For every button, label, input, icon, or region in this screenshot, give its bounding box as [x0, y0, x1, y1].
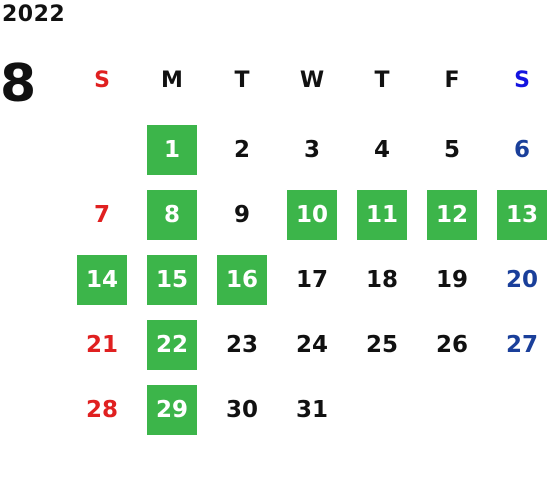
- highlighted-day-cell[interactable]: 12: [427, 190, 477, 240]
- weekday-header-sunday: S: [94, 67, 110, 93]
- day-cell[interactable]: 5: [443, 137, 460, 163]
- day-cell[interactable]: 23: [225, 332, 258, 358]
- day-cell[interactable]: 7: [93, 202, 110, 228]
- day-cell[interactable]: 4: [373, 137, 390, 163]
- day-cell[interactable]: 18: [365, 267, 398, 293]
- highlighted-day-cell[interactable]: 1: [147, 125, 197, 175]
- highlighted-day-cell[interactable]: 16: [217, 255, 267, 305]
- calendar-month: 8: [0, 54, 37, 114]
- day-cell[interactable]: 6: [513, 137, 530, 163]
- day-cell[interactable]: 2: [233, 137, 250, 163]
- highlighted-day-cell[interactable]: 11: [357, 190, 407, 240]
- weekday-header-friday: F: [444, 67, 460, 93]
- day-cell[interactable]: 20: [505, 267, 538, 293]
- highlighted-day-cell[interactable]: 14: [77, 255, 127, 305]
- day-cell[interactable]: 26: [435, 332, 468, 358]
- day-cell[interactable]: 30: [225, 397, 258, 423]
- day-cell[interactable]: 19: [435, 267, 468, 293]
- highlighted-day-cell[interactable]: 8: [147, 190, 197, 240]
- weekday-header-monday: M: [161, 67, 183, 93]
- highlighted-day-cell[interactable]: 29: [147, 385, 197, 435]
- highlighted-day-cell[interactable]: 15: [147, 255, 197, 305]
- weekday-header-saturday: S: [514, 67, 530, 93]
- day-cell[interactable]: 28: [85, 397, 118, 423]
- day-cell[interactable]: 25: [365, 332, 398, 358]
- day-cell[interactable]: 9: [233, 202, 250, 228]
- calendar-year: 2022: [2, 2, 66, 27]
- highlighted-day-cell[interactable]: 13: [497, 190, 547, 240]
- day-cell[interactable]: 3: [303, 137, 320, 163]
- day-cell[interactable]: 24: [295, 332, 328, 358]
- day-cell[interactable]: 17: [295, 267, 328, 293]
- day-cell[interactable]: 21: [85, 332, 118, 358]
- weekday-header-wednesday: W: [299, 67, 325, 93]
- day-cell[interactable]: 27: [505, 332, 538, 358]
- weekday-header-thursday: T: [374, 67, 390, 93]
- highlighted-day-cell[interactable]: 10: [287, 190, 337, 240]
- weekday-header-tuesday: T: [234, 67, 250, 93]
- highlighted-day-cell[interactable]: 22: [147, 320, 197, 370]
- day-cell[interactable]: 31: [295, 397, 328, 423]
